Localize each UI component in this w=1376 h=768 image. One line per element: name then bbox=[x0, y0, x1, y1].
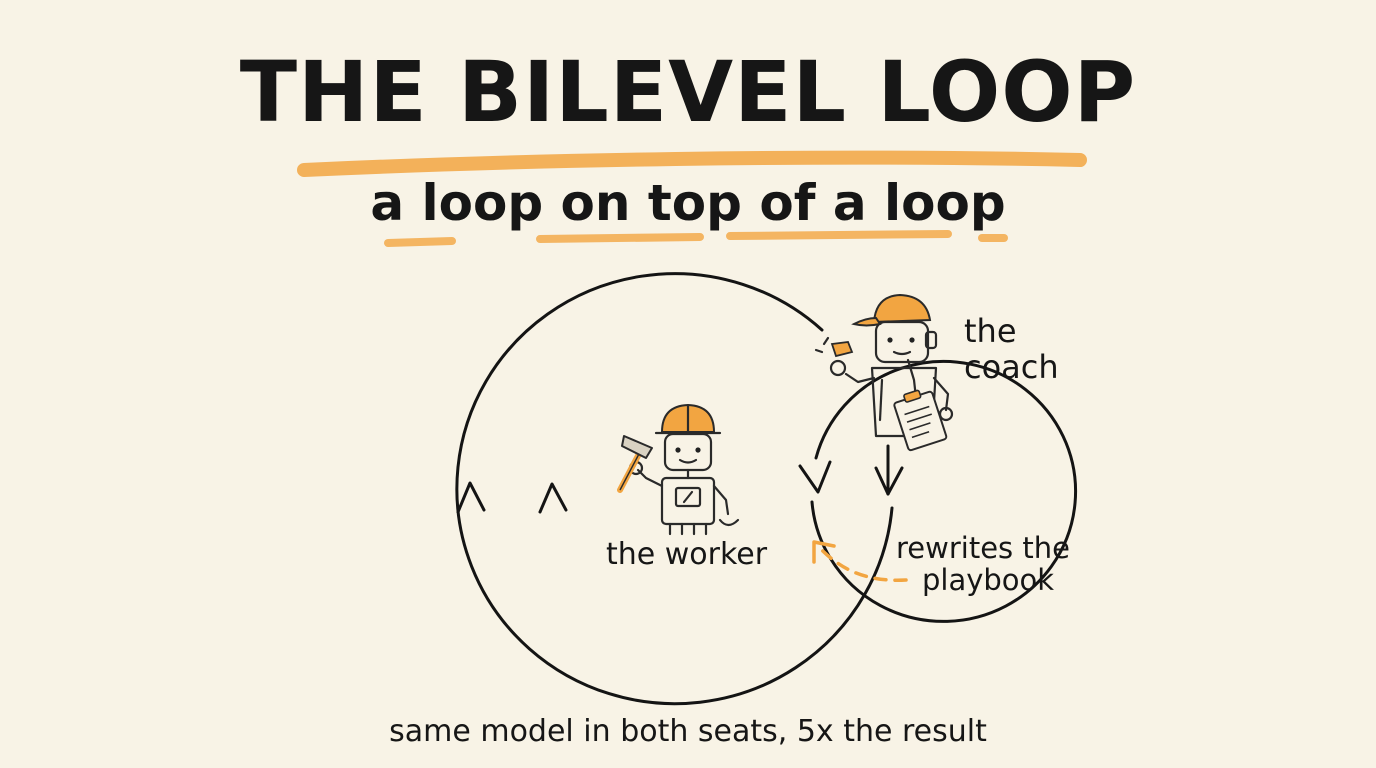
worker-label: the worker bbox=[606, 537, 768, 572]
inner-loop-arrowhead-down bbox=[798, 460, 832, 494]
coach-label-line2: coach bbox=[964, 347, 1059, 386]
rewrite-label-line2: playbook bbox=[922, 563, 1055, 598]
inner-loop bbox=[538, 359, 1078, 623]
rewrite-label: rewrites the playbook bbox=[896, 532, 1070, 597]
rewrite-arrow bbox=[812, 540, 908, 582]
worker-robot-icon bbox=[617, 403, 740, 536]
page-subtitle: a loop on top of a loop bbox=[370, 174, 1006, 232]
page-title: THE BILEVEL LOOP bbox=[239, 43, 1137, 141]
subtitle-underline-1 bbox=[384, 237, 456, 247]
coach-label-line1: the bbox=[964, 312, 1017, 350]
footer-caption: same model in both seats, 5x the result bbox=[389, 714, 987, 749]
outer-loop-arrowhead-up bbox=[456, 481, 486, 514]
coach-robot-icon bbox=[814, 293, 954, 452]
coach-label: the coach bbox=[964, 312, 1059, 386]
rewrite-label-line1: rewrites the bbox=[896, 531, 1070, 565]
subtitle-underline-2 bbox=[536, 233, 704, 243]
subtitle-underline-3 bbox=[726, 230, 952, 240]
outer-loop bbox=[455, 272, 904, 706]
title-underline bbox=[297, 150, 1087, 177]
inner-loop-arrowhead-up bbox=[538, 482, 568, 514]
